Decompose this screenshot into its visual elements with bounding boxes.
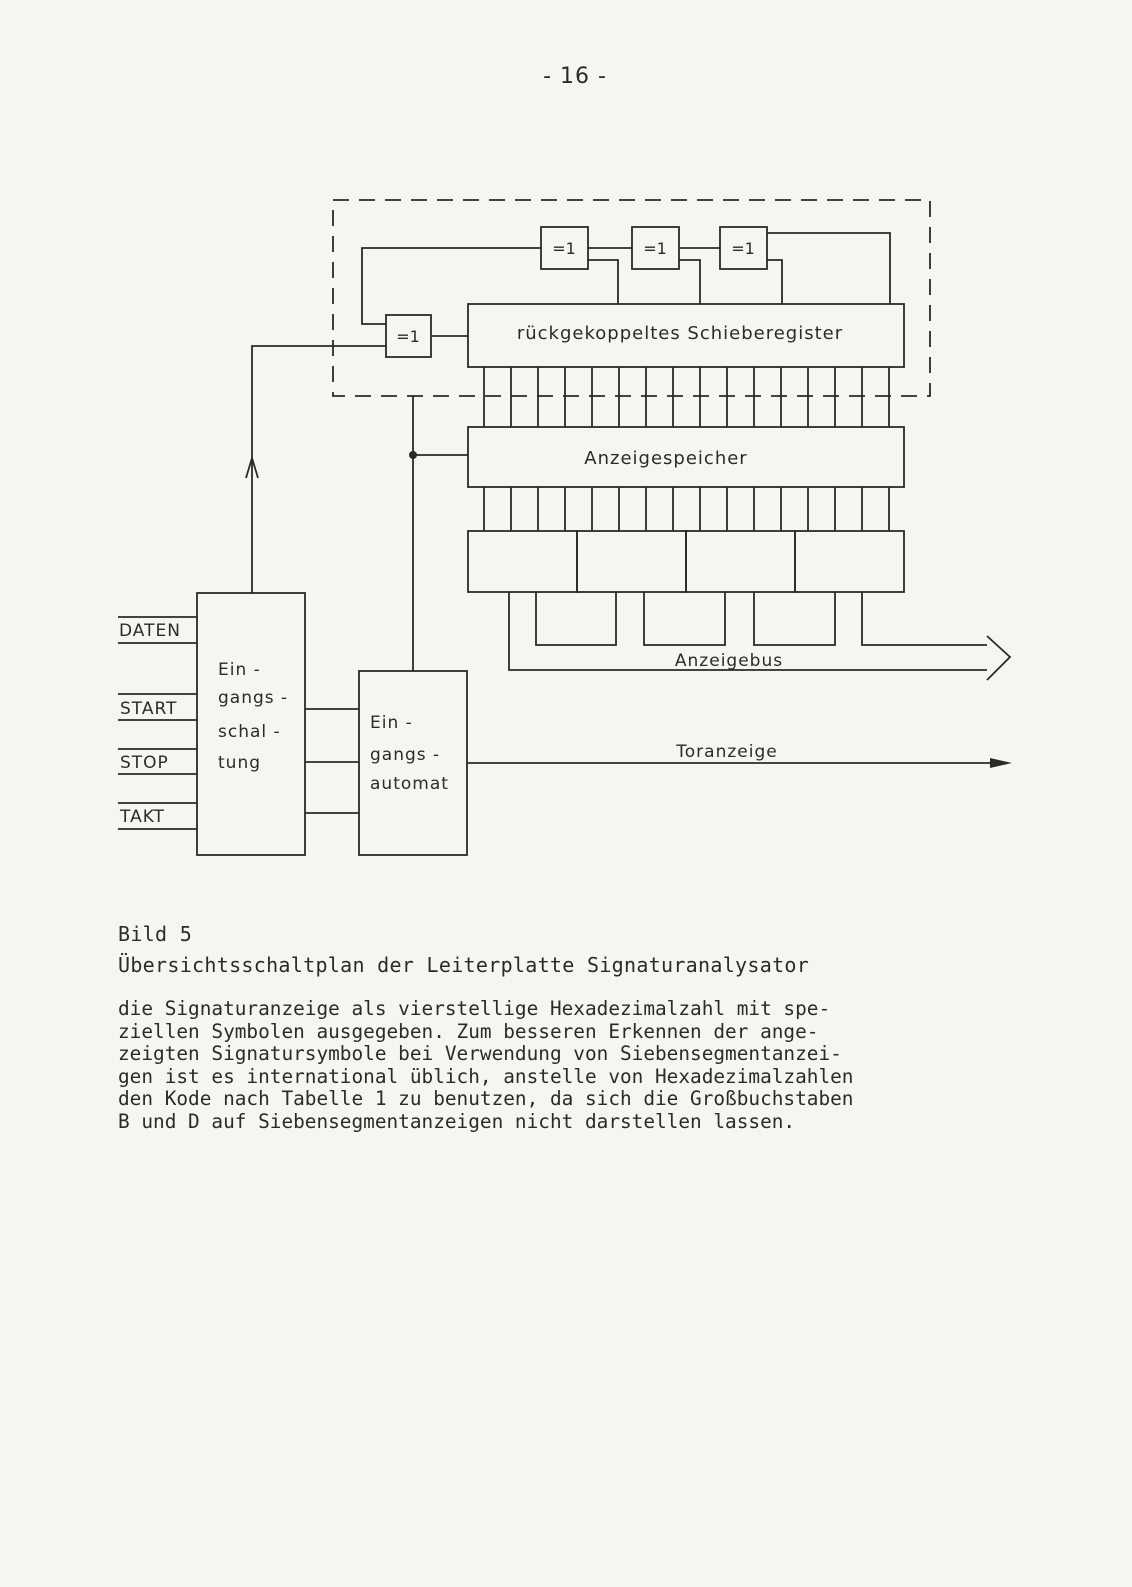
input-stop-label: STOP	[120, 753, 169, 773]
display-memory-label: Anzeigespeicher	[584, 448, 747, 469]
shift-register-label: rückgekoppeltes Schieberegister	[517, 323, 843, 344]
register-memory-bus	[483, 367, 890, 427]
gate-display-label: Toranzeige	[675, 742, 777, 762]
body-line: den Kode nach Tabelle 1 zu benutzen, da …	[118, 1087, 854, 1111]
body-line: die Signaturanzeige als vierstellige Hex…	[118, 997, 831, 1020]
input-circuit-box	[196, 592, 306, 856]
display-digit-2	[576, 530, 687, 593]
xor-label-1: =1	[552, 239, 576, 258]
body-line: B und D auf Siebensegmentanzeigen nicht …	[118, 1109, 796, 1133]
figure-number: Bild 5	[118, 922, 193, 946]
body-paragraph: die Signaturanzeige als vierstellige Hex…	[118, 997, 1018, 1134]
input-lines	[118, 616, 197, 830]
arrow-up	[245, 454, 259, 479]
feedback-wire-main	[361, 247, 541, 325]
feedback-enclosure	[332, 199, 931, 397]
input-circuit-line-4: tung	[218, 753, 261, 773]
memory-display-bus	[483, 487, 890, 531]
xor-label-3: =1	[731, 239, 755, 258]
tap-wire-2	[679, 259, 701, 304]
input-automaton-line-2: gangs -	[370, 745, 440, 765]
input-circuit-line-1: Ein -	[218, 660, 261, 680]
shift-register-box	[467, 303, 905, 368]
display-digit-1	[467, 530, 578, 593]
xor-label-2: =1	[643, 239, 667, 258]
tap-wire-3	[767, 259, 783, 304]
page-number: - 16 -	[543, 64, 607, 89]
circuit-automaton-wires	[305, 708, 359, 814]
xor-label-input: =1	[396, 327, 420, 346]
input-daten-label: DATEN	[119, 621, 181, 641]
display-bus-wiring	[508, 592, 987, 671]
body-line: zeigten Signatursymbole bei Verwendung v…	[118, 1042, 842, 1066]
display-digit-4	[794, 530, 905, 593]
display-digit-3	[685, 530, 796, 593]
input-start-label: START	[120, 699, 177, 719]
automaton-to-memory	[412, 396, 468, 671]
display-bus-label: Anzeigebus	[675, 651, 783, 671]
display-memory-box	[467, 426, 905, 488]
block-diagram: =1 =1 =1 =1 rückgekoppeltes Schieberegis…	[118, 199, 1012, 856]
input-automaton-line-3: automat	[370, 774, 449, 794]
figure-title: Übersichtsschaltplan der Leiterplatte Si…	[118, 953, 810, 977]
tap-wire-1	[588, 259, 619, 304]
body-line: gen ist es international üblich, anstell…	[118, 1064, 854, 1088]
input-takt-label: TAKT	[119, 807, 165, 827]
display-bus-arrow	[986, 635, 1012, 681]
input-automaton-line-1: Ein -	[370, 713, 413, 733]
input-circuit-to-xor	[251, 345, 386, 593]
junction-dot	[409, 451, 417, 459]
input-circuit-line-2: gangs -	[218, 688, 288, 708]
input-circuit-line-3: schal -	[218, 722, 281, 742]
feedback-wire-top	[767, 232, 891, 304]
body-line: ziellen Symbolen ausgegeben. Zum bessere…	[118, 1019, 819, 1043]
gate-display-arrow	[990, 758, 1012, 768]
